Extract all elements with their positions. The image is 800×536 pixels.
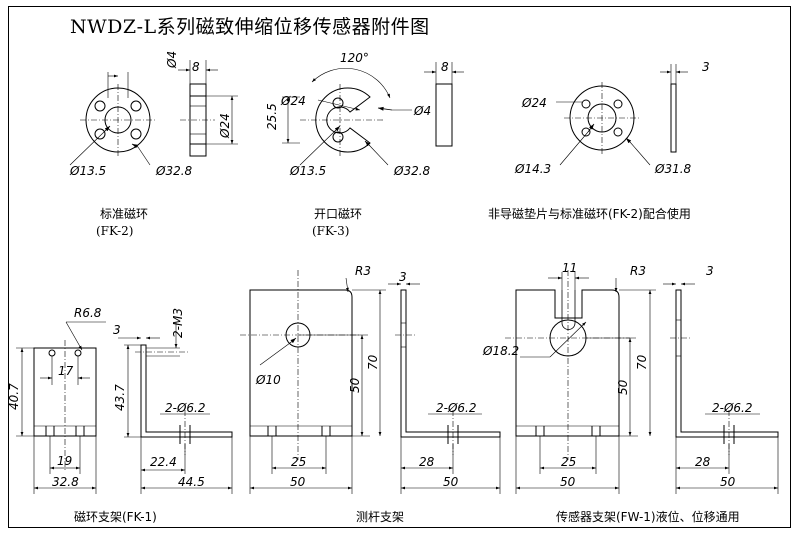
- fw1-dim-a: 25: [561, 455, 576, 469]
- rod-dim-b: 50: [290, 475, 306, 489]
- rod-dim-holes: 2-Ø6.2: [436, 401, 477, 415]
- rod-bracket-side-view: [388, 282, 501, 494]
- spacer-dim-od: Ø31.8: [654, 162, 692, 176]
- fk3-model: (FK-3): [312, 224, 350, 238]
- rod-bracket-front-view: [240, 270, 386, 494]
- spacer-dim-bolt: Ø24: [521, 96, 547, 110]
- fk1-dim-holes: 2-Ø6.2: [165, 401, 206, 415]
- fw1-dim-h1: 50: [616, 379, 630, 395]
- fw1-dim-c: 28: [695, 455, 711, 469]
- fw1-bracket-front-view: [505, 270, 656, 494]
- rod-dim-r: R3: [355, 264, 371, 278]
- drawing-frame: [8, 6, 791, 528]
- rod-dim-h1: 50: [348, 377, 362, 393]
- rod-dim-h2: 70: [366, 354, 380, 370]
- fk3-dim-id: Ø13.5: [289, 164, 326, 178]
- fk1-dim-h2: 43.7: [113, 384, 127, 411]
- fw1-caption: 传感器支架(FW-1)液位、位移通用: [556, 510, 740, 524]
- fk1-dim-w1: 17: [58, 364, 74, 378]
- fk3-dim-od: Ø32.8: [393, 164, 431, 178]
- fk2-model: (FK-2): [96, 224, 134, 238]
- fk2-dim-id: Ø13.5: [69, 164, 106, 178]
- fk1-bracket-side-view: [118, 322, 233, 494]
- fk3-ring-side-view: [424, 62, 464, 147]
- fw1-dim-h2: 70: [635, 354, 649, 370]
- fw1-dim-holes: 2-Ø6.2: [712, 401, 753, 415]
- rod-dim-t: 3: [399, 270, 407, 284]
- rod-dim-c: 28: [419, 455, 435, 469]
- fk1-dim-b: 32.8: [52, 475, 79, 489]
- fk3-dim-h: 25.5: [265, 103, 279, 130]
- fk1-dim-m: 2-M3: [171, 308, 185, 338]
- fk2-dim-thick: 8: [192, 60, 200, 74]
- fk2-caption: 标准磁环: [100, 207, 149, 221]
- fk2-ring-front-view: [69, 72, 156, 166]
- fk1-caption: 磁环支架(FK-1): [74, 510, 157, 524]
- fk1-dim-h1: 40.7: [7, 383, 21, 410]
- fk2-ring-side-view: [178, 60, 238, 157]
- fk2-dim-hole: Ø4: [165, 51, 179, 69]
- fw1-dim-r: R3: [630, 264, 646, 278]
- fk2-dim-od: Ø32.8: [155, 164, 193, 178]
- fw1-dim-slot: 11: [562, 261, 577, 275]
- fw1-dim-hole: Ø18.2: [482, 344, 519, 358]
- fk2-dim-side: Ø24: [218, 113, 232, 139]
- spacer-caption: 非导磁垫片与标准磁环(FK-2)配合使用: [488, 207, 691, 221]
- fk1-dim-t: 3: [113, 323, 121, 337]
- spacer-dim-thick: 3: [702, 60, 710, 74]
- spacer-dim-id: Ø14.3: [514, 162, 551, 176]
- fw1-dim-t: 3: [706, 264, 714, 278]
- fw1-dim-d: 50: [720, 475, 736, 489]
- fk3-dim-angle: 120°: [340, 51, 369, 65]
- fk3-dim-bolt: Ø24: [280, 94, 306, 108]
- spacer-side-view: [660, 64, 688, 153]
- fk3-ring-front-view: [282, 67, 412, 166]
- fk1-dim-a: 19: [57, 454, 72, 468]
- fk1-bracket-front-view: [16, 321, 106, 494]
- fk1-dim-r: R6.8: [74, 306, 102, 320]
- fk1-dim-c: 22.4: [150, 455, 177, 469]
- fk3-dim-hole: Ø4: [413, 104, 431, 118]
- fk3-dim-thick: 8: [441, 60, 449, 74]
- rod-dim-hole: Ø10: [255, 373, 281, 387]
- spacer-front-view: [556, 82, 651, 166]
- fk1-dim-d: 44.5: [178, 475, 205, 489]
- fw1-bracket-side-view: [663, 282, 779, 494]
- rod-caption: 测杆支架: [356, 510, 405, 524]
- drawing-title: NWDZ-L系列磁致伸缩位移传感器附件图: [70, 16, 430, 38]
- fk3-caption: 开口磁环: [314, 207, 363, 221]
- rod-dim-a: 25: [291, 455, 306, 469]
- rod-dim-d: 50: [443, 475, 459, 489]
- fw1-dim-b: 50: [560, 475, 576, 489]
